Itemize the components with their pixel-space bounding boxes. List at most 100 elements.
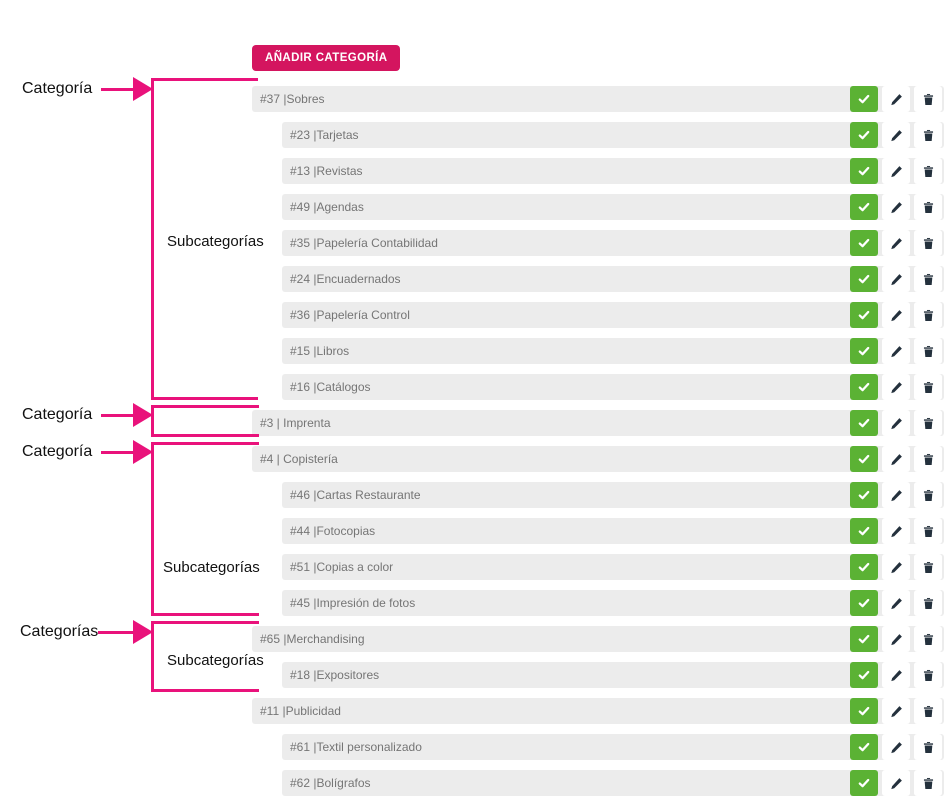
subcategory-row-label: #36 |Papelería Control	[290, 308, 410, 322]
edit-button[interactable]	[882, 590, 910, 616]
arrow-line-3	[101, 451, 135, 454]
confirm-button[interactable]	[850, 374, 878, 400]
arrow-head-4	[133, 620, 153, 644]
category-row: #4 | Copistería	[252, 446, 944, 472]
check-icon	[857, 452, 871, 466]
subcategory-row: #62 |Bolígrafos	[282, 770, 944, 796]
subcategory-row: #18 |Expositores	[282, 662, 944, 688]
confirm-button[interactable]	[850, 590, 878, 616]
delete-button[interactable]	[914, 194, 942, 220]
pencil-icon	[890, 129, 903, 142]
delete-button[interactable]	[914, 266, 942, 292]
check-icon	[857, 524, 871, 538]
row-actions	[850, 266, 942, 292]
subcategory-row-label: #46 |Cartas Restaurante	[290, 488, 421, 502]
confirm-button[interactable]	[850, 662, 878, 688]
add-category-button[interactable]: AÑADIR CATEGORÍA	[252, 45, 401, 71]
edit-button[interactable]	[882, 518, 910, 544]
row-actions	[850, 770, 942, 796]
confirm-button[interactable]	[850, 194, 878, 220]
edit-button[interactable]	[882, 158, 910, 184]
delete-button[interactable]	[914, 122, 942, 148]
arrow-line-2	[101, 414, 135, 417]
delete-button[interactable]	[914, 554, 942, 580]
pencil-icon	[890, 381, 903, 394]
trash-icon	[922, 525, 935, 538]
edit-button[interactable]	[882, 374, 910, 400]
subcategory-row-label: #23 |Tarjetas	[290, 128, 359, 142]
check-icon	[857, 380, 871, 394]
pencil-icon	[890, 669, 903, 682]
confirm-button[interactable]	[850, 230, 878, 256]
confirm-button[interactable]	[850, 734, 878, 760]
confirm-button[interactable]	[850, 626, 878, 652]
edit-button[interactable]	[882, 770, 910, 796]
delete-button[interactable]	[914, 482, 942, 508]
delete-button[interactable]	[914, 698, 942, 724]
row-actions	[850, 482, 942, 508]
pencil-icon	[890, 273, 903, 286]
arrow-head-3	[133, 440, 153, 464]
confirm-button[interactable]	[850, 86, 878, 112]
confirm-button[interactable]	[850, 158, 878, 184]
delete-button[interactable]	[914, 446, 942, 472]
trash-icon	[922, 777, 935, 790]
trash-icon	[922, 597, 935, 610]
delete-button[interactable]	[914, 374, 942, 400]
edit-button[interactable]	[882, 194, 910, 220]
edit-button[interactable]	[882, 554, 910, 580]
check-icon	[857, 632, 871, 646]
edit-button[interactable]	[882, 266, 910, 292]
check-icon	[857, 272, 871, 286]
pencil-icon	[890, 597, 903, 610]
edit-button[interactable]	[882, 122, 910, 148]
confirm-button[interactable]	[850, 266, 878, 292]
delete-button[interactable]	[914, 518, 942, 544]
subcategory-row-label: #62 |Bolígrafos	[290, 776, 371, 790]
category-row-label: #37 |Sobres	[260, 92, 325, 106]
edit-button[interactable]	[882, 698, 910, 724]
delete-button[interactable]	[914, 410, 942, 436]
confirm-button[interactable]	[850, 338, 878, 364]
category-row: #37 |Sobres	[252, 86, 944, 112]
subcategory-row: #24 |Encuadernados	[282, 266, 944, 292]
edit-button[interactable]	[882, 338, 910, 364]
subcategory-row: #16 |Catálogos	[282, 374, 944, 400]
check-icon	[857, 704, 871, 718]
delete-button[interactable]	[914, 590, 942, 616]
edit-button[interactable]	[882, 662, 910, 688]
confirm-button[interactable]	[850, 518, 878, 544]
confirm-button[interactable]	[850, 770, 878, 796]
confirm-button[interactable]	[850, 122, 878, 148]
confirm-button[interactable]	[850, 698, 878, 724]
confirm-button[interactable]	[850, 446, 878, 472]
subcategory-row: #36 |Papelería Control	[282, 302, 944, 328]
delete-button[interactable]	[914, 86, 942, 112]
delete-button[interactable]	[914, 770, 942, 796]
delete-button[interactable]	[914, 158, 942, 184]
edit-button[interactable]	[882, 230, 910, 256]
edit-button[interactable]	[882, 626, 910, 652]
delete-button[interactable]	[914, 302, 942, 328]
confirm-button[interactable]	[850, 410, 878, 436]
delete-button[interactable]	[914, 338, 942, 364]
edit-button[interactable]	[882, 482, 910, 508]
row-actions	[850, 662, 942, 688]
edit-button[interactable]	[882, 734, 910, 760]
edit-button[interactable]	[882, 302, 910, 328]
edit-button[interactable]	[882, 410, 910, 436]
delete-button[interactable]	[914, 230, 942, 256]
row-actions	[850, 518, 942, 544]
delete-button[interactable]	[914, 734, 942, 760]
confirm-button[interactable]	[850, 554, 878, 580]
subcategory-row-label: #44 |Fotocopias	[290, 524, 376, 538]
check-icon	[857, 164, 871, 178]
delete-button[interactable]	[914, 662, 942, 688]
confirm-button[interactable]	[850, 482, 878, 508]
edit-button[interactable]	[882, 446, 910, 472]
confirm-button[interactable]	[850, 302, 878, 328]
delete-button[interactable]	[914, 626, 942, 652]
subcategory-row: #45 |Impresión de fotos	[282, 590, 944, 616]
edit-button[interactable]	[882, 86, 910, 112]
